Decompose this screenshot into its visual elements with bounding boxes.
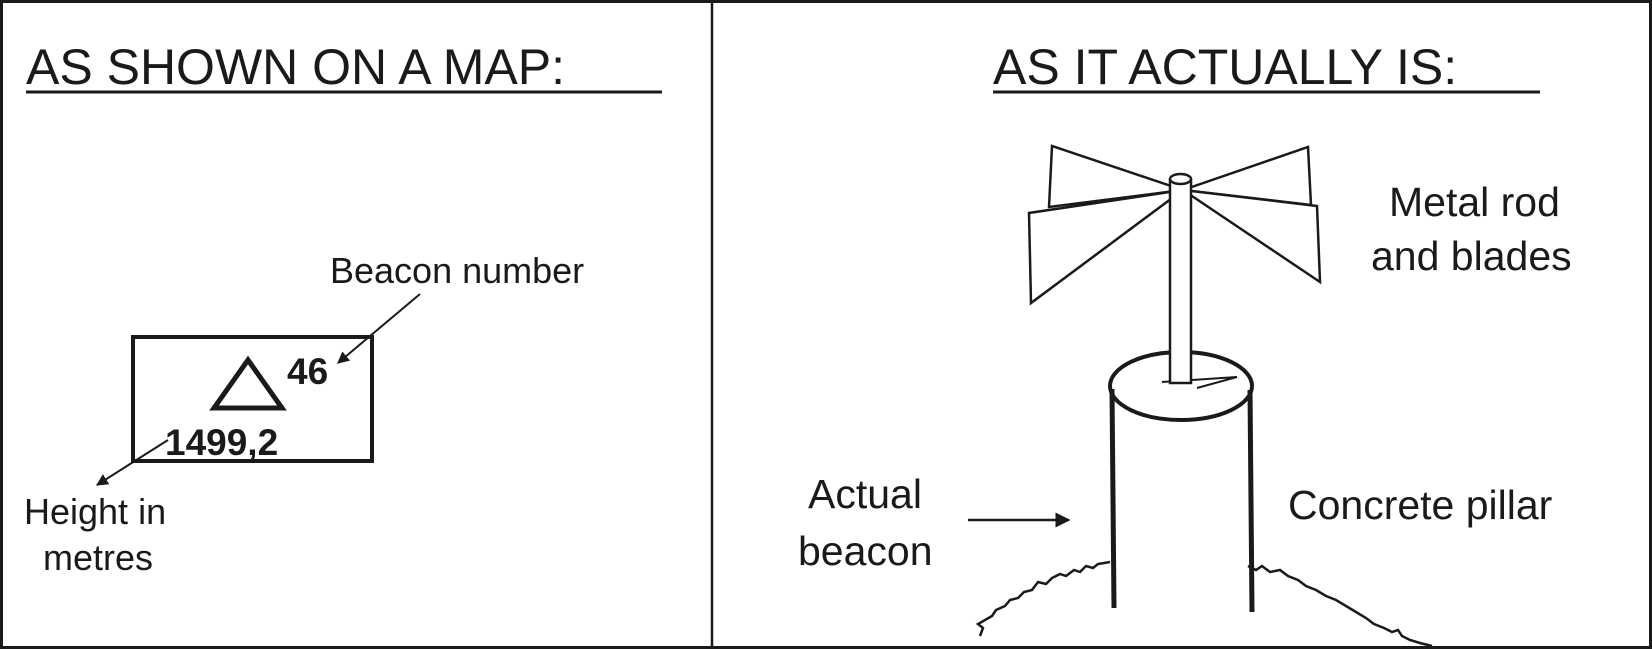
metal-rod-icon bbox=[1168, 172, 1193, 385]
blades-icon bbox=[1027, 144, 1322, 306]
right-heading: AS IT ACTUALLY IS: bbox=[993, 39, 1457, 95]
actual-beacon-label-line2: beacon bbox=[798, 528, 933, 574]
map-symbol-box bbox=[131, 335, 374, 463]
beacon-number-value: 46 bbox=[287, 351, 328, 392]
rod-label-line1: Metal rod bbox=[1389, 179, 1560, 225]
rod-label-line2: and blades bbox=[1371, 233, 1572, 279]
triangle-icon bbox=[209, 355, 287, 411]
right-panel: AS IT ACTUALLY IS: Metal rod and blades … bbox=[798, 39, 1572, 648]
ground-icon bbox=[975, 560, 1433, 648]
beacon-number-callout: Beacon number bbox=[330, 250, 584, 291]
height-arrow bbox=[95, 439, 169, 486]
left-heading: AS SHOWN ON A MAP: bbox=[26, 39, 565, 95]
height-callout-line1: Height in bbox=[24, 491, 166, 532]
left-panel: AS SHOWN ON A MAP: Beacon number 46 1499… bbox=[24, 39, 662, 578]
pillar-label: Concrete pillar bbox=[1288, 482, 1552, 528]
concrete-pillar-icon bbox=[1108, 350, 1255, 613]
height-callout-line2: metres bbox=[43, 537, 153, 578]
beacon-number-arrow bbox=[337, 293, 421, 364]
actual-beacon-label-line1: Actual bbox=[808, 471, 922, 517]
height-value: 1499,2 bbox=[165, 422, 278, 463]
